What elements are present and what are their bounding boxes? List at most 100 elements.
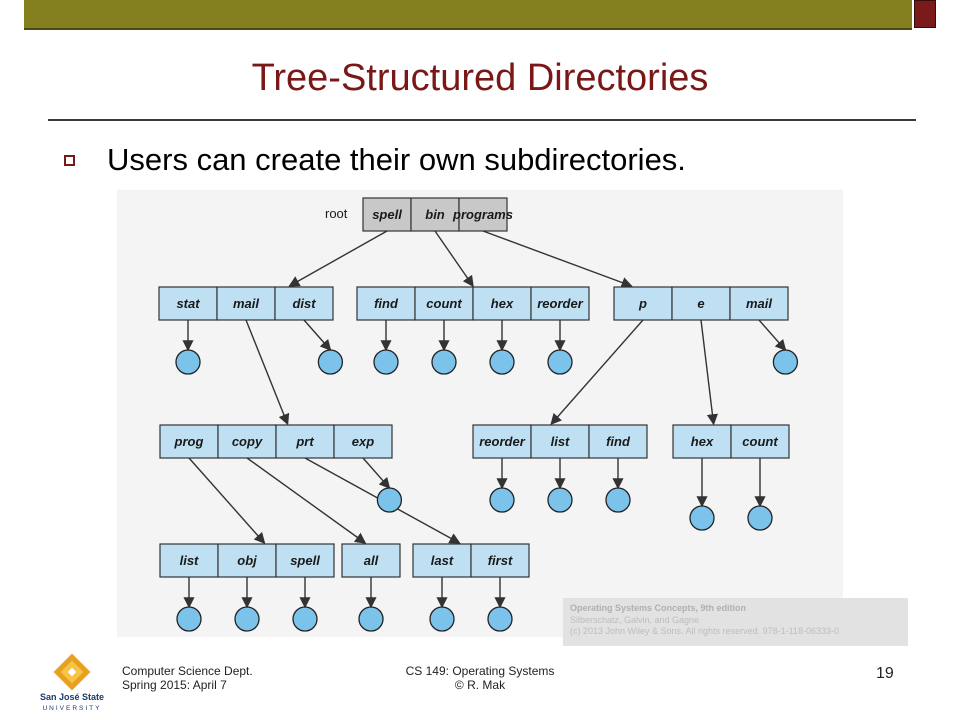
directory-entry-label: reorder [537, 296, 583, 311]
file-node [292, 606, 318, 632]
directory-entry-label: copy [232, 434, 263, 449]
directory-entry-cell [458, 197, 508, 232]
footer-date: Spring 2015: April 7 [122, 678, 227, 692]
top-corner-square [914, 0, 936, 28]
directory-entry-label: last [431, 553, 454, 568]
bullet-item: Users can create their own subdirectorie… [64, 140, 686, 180]
directory-entry-label: prog [174, 434, 204, 449]
footer-author: © R. Mak [454, 678, 506, 692]
tree-edge [288, 230, 388, 287]
logo-text-line-2: UNIVERSITY [42, 705, 101, 712]
directory-entry-cell [333, 424, 393, 459]
file-node [373, 349, 399, 375]
directory-entry-cell [362, 197, 412, 232]
file-node [772, 349, 799, 375]
directory-entry-label: dist [292, 296, 316, 311]
tree-edge [550, 319, 644, 426]
tree-edge [303, 319, 332, 352]
file-node [429, 606, 455, 632]
directory-entry-cell [274, 286, 334, 321]
directory-entry-label: stat [176, 296, 200, 311]
directory-entry-label: reorder [479, 434, 525, 449]
directory-entry-label: hex [491, 296, 514, 311]
tree-edge [434, 230, 474, 288]
directory-entry-cell [730, 424, 790, 459]
square-bullet-icon [64, 154, 75, 166]
directory-entry-cell [729, 286, 789, 321]
directory-entry-label: exp [352, 434, 374, 449]
directory-entry-cell [275, 543, 335, 578]
directory-entry-label: obj [237, 553, 257, 568]
file-node [176, 606, 202, 632]
directory-entry-cell [472, 424, 532, 459]
directory-entry-cell [216, 286, 276, 321]
footer-dept: Computer Science Dept. [122, 664, 253, 678]
directory-entry-cell [672, 424, 732, 459]
directory-entry-cell [613, 286, 673, 321]
file-node [175, 349, 201, 375]
sjsu-logo-mark-icon [53, 653, 91, 691]
directory-entry-label: bin [425, 207, 445, 222]
top-bar [24, 0, 912, 30]
root-label: root [325, 206, 348, 221]
directory-entry-label: list [551, 434, 570, 449]
directory-entry-cell [414, 286, 474, 321]
directory-entry-cell [412, 543, 472, 578]
file-node [431, 349, 457, 375]
directory-entry-label: spell [290, 553, 320, 568]
directory-entry-label: list [180, 553, 199, 568]
title-rule [48, 119, 916, 121]
directory-entry-label: all [364, 553, 379, 568]
directory-entry-cell [159, 424, 219, 459]
file-node [547, 487, 573, 513]
directory-entry-label: count [426, 296, 462, 311]
directory-entry-label: count [742, 434, 778, 449]
directory-entry-cell [530, 286, 590, 321]
file-node [234, 606, 260, 632]
directory-entry-cell [217, 543, 277, 578]
directory-entry-label: mail [746, 296, 772, 311]
directory-entry-label: find [606, 434, 631, 449]
tree-edge [482, 230, 633, 288]
footer-center: CS 149: Operating Systems © R. Mak [380, 664, 580, 692]
credit-line-3: (c) 2013 John Wiley & Sons. All rights r… [570, 626, 839, 636]
tree-edge [245, 319, 290, 426]
directory-entry-label: find [374, 296, 399, 311]
footer-course: CS 149: Operating Systems [405, 664, 555, 678]
file-node [547, 349, 573, 375]
file-node [489, 487, 515, 513]
tree-edge [362, 457, 391, 490]
directory-entry-label: p [638, 296, 647, 311]
tree-edge [758, 319, 787, 352]
directory-entry-cell [410, 197, 460, 232]
logo-text-line-1: San José State [40, 692, 104, 702]
directory-entry-label: prt [295, 434, 314, 449]
file-node [605, 487, 631, 513]
credit-line-1: Operating Systems Concepts, 9th edition [570, 603, 747, 613]
bullet-text: Users can create their own subdirectorie… [107, 142, 686, 177]
slide-title: Tree-Structured Directories [251, 57, 709, 99]
directory-entry-cell [158, 286, 218, 321]
sjsu-logo: San José State UNIVERSITY [40, 653, 104, 712]
directory-entry-cell [588, 424, 648, 459]
credit-box: Operating Systems Concepts, 9th edition … [563, 598, 908, 646]
page-number: 19 [876, 665, 894, 682]
tree-edge [246, 457, 367, 544]
file-node [317, 349, 344, 375]
footer-left: Computer Science Dept. Spring 2015: Apri… [122, 664, 253, 692]
directory-entry-cell [275, 424, 335, 459]
directory-entry-label: hex [691, 434, 714, 449]
credit-line-2: Silberschatz, Galvin, and Gagne [570, 614, 700, 625]
directory-entry-label: e [697, 296, 704, 311]
directory-entry-cell [341, 543, 401, 578]
directory-entry-cell [217, 424, 277, 459]
directory-entry-label: first [488, 553, 513, 568]
file-node [689, 505, 715, 531]
file-node [358, 606, 384, 632]
tree-edge [188, 457, 266, 545]
directory-entry-cell [470, 543, 530, 578]
file-node [376, 487, 403, 513]
